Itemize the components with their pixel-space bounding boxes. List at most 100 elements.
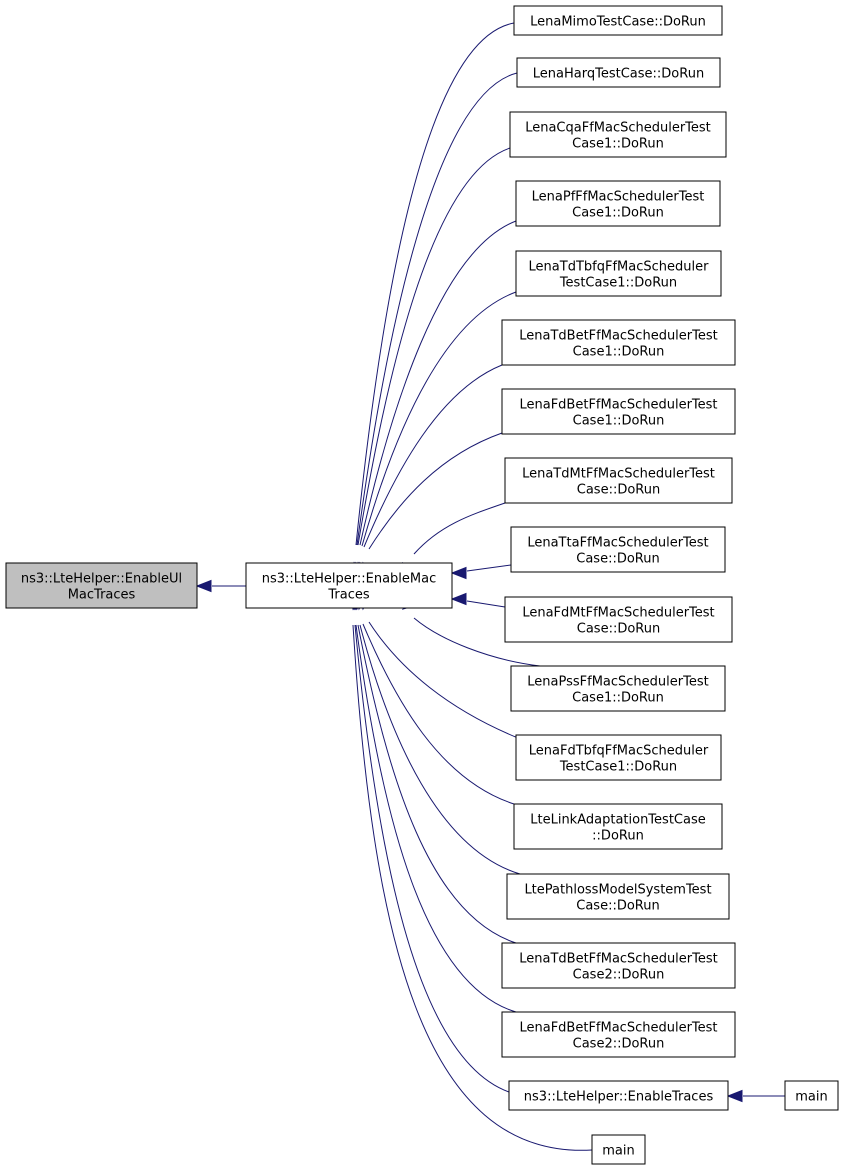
node-label-line: ns3::LteHelper::EnableTraces [524,1090,714,1105]
node-label-line: LenaFdBetFfMacSchedulerTest [519,1021,717,1036]
edge-line [359,624,521,875]
node-label-line: LenaPfFfMacSchedulerTest [532,190,705,205]
node-label-line: LenaTdTbfqFfMacScheduler [529,260,710,275]
arrowhead [450,592,467,606]
edge-line [361,291,517,547]
edge-harq-to-enable_mac [350,72,518,579]
node-label-line: LenaHarqTestCase::DoRun [533,67,704,82]
arrowhead [195,579,212,593]
node-label-line: LenaFdTbfqFfMacScheduler [529,744,709,759]
node-box [509,111,727,158]
node-label-line: TestCase1::DoRun [559,276,677,291]
node-label-line: Case2::DoRun [573,968,665,983]
node-label-line: Case2::DoRun [573,1037,665,1052]
edge-main2-to-enable_traces [726,1089,785,1103]
node-box [515,734,722,781]
edge-line [368,621,519,739]
edge-line [466,600,506,608]
edge-fdtbfq-to-enable_mac [358,593,519,739]
edge-line [362,623,515,805]
edge-line [413,502,506,555]
node-label-line: Case::DoRun [576,552,659,567]
node-mimo[interactable]: LenaMimoTestCase::DoRun [513,5,723,36]
node-box [510,665,726,712]
node-label-line: LteLinkAdaptationTestCase [530,813,705,828]
node-linkadapt[interactable]: LteLinkAdaptationTestCase::DoRun [513,803,723,850]
node-box [516,57,721,88]
node-label-line: LenaTdMtFfMacSchedulerTest [522,467,715,482]
node-main2[interactable]: main [784,1080,839,1111]
node-label-line: LenaCqaFfMacSchedulerTest [525,121,711,136]
node-label-line: TestCase1::DoRun [559,760,677,775]
edge-line [354,624,510,1093]
edge-fdbet1-to-enable_mac [358,432,503,579]
edge-line [357,147,511,546]
node-label-line: Case1::DoRun [572,691,664,706]
edge-tdbet2-to-enable_mac [351,593,517,944]
node-label-line: LenaFdBetFfMacSchedulerTest [519,398,717,413]
edge-enable_traces-to-enable_mac [349,593,510,1093]
node-label-line: Case::DoRun [577,622,660,637]
node-label-line: Case1::DoRun [572,137,664,152]
node-label-line: LenaTdBetFfMacSchedulerTest [519,329,718,344]
node-box [501,942,736,989]
node-box [504,457,733,504]
edge-pf-to-enable_mac [353,220,517,579]
node-box [513,803,723,850]
node-box [510,526,726,573]
node-box [501,388,736,435]
edge-line [368,432,503,550]
edge-line [466,564,512,572]
node-label-line: Case1::DoRun [572,206,664,221]
node-box [501,319,736,366]
node-label-line: LenaPssFfMacSchedulerTest [527,675,708,690]
node-box [591,1134,646,1165]
arrowhead [726,1089,743,1103]
edge-line [355,624,517,1013]
node-enable_traces[interactable]: ns3::LteHelper::EnableTraces [508,1080,729,1111]
node-label-line: LenaFdMtFfMacSchedulerTest [522,606,714,621]
edge-line [413,617,541,667]
edge-enable_mac-to-enable_ul [195,579,246,593]
edge-line [355,22,515,546]
edge-line [363,364,503,548]
node-label-line: LenaMimoTestCase::DoRun [530,15,706,30]
node-box [784,1080,839,1111]
node-label-line: Case1::DoRun [573,345,665,360]
node-label-line: ns3::LteHelper::EnableMac [262,572,437,587]
node-label-line: Case::DoRun [576,899,659,914]
node-label-line: LenaTtaFfMacSchedulerTest [527,536,708,551]
node-main1[interactable]: main [591,1134,646,1165]
node-label-line: ns3::LteHelper::EnableUl [21,572,182,587]
arrowhead [450,566,467,580]
node-box [245,562,453,609]
node-harq[interactable]: LenaHarqTestCase::DoRun [516,57,721,88]
edge-line [352,624,593,1151]
node-box [515,250,722,297]
node-box [504,596,733,643]
edge-linkadapt-to-enable_mac [354,593,515,805]
edge-line [357,624,517,944]
edge-cqa-to-enable_mac [351,147,511,579]
node-label-line: ::DoRun [592,829,644,844]
node-box [515,180,721,227]
node-box [501,1011,736,1058]
node-label-line: main [795,1090,827,1105]
node-label-line: LenaTdBetFfMacSchedulerTest [519,952,718,967]
edge-tta-to-enable_mac [450,564,512,580]
